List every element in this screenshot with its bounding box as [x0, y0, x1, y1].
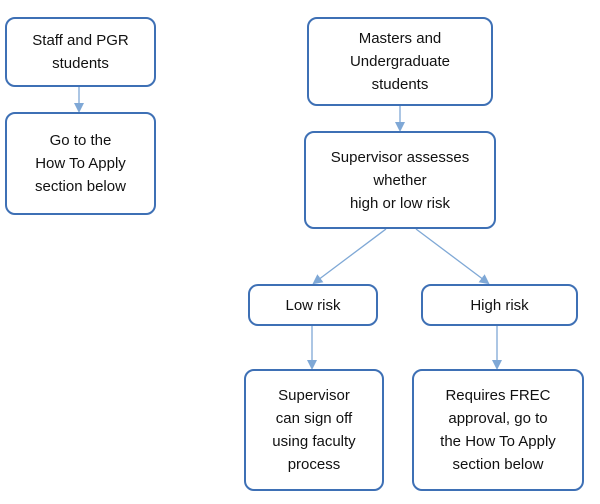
arrow-assess-to-low — [312, 228, 387, 285]
node-requires-frec-approval: Requires FREC approval, go to the How To… — [412, 369, 584, 491]
node-go-to-how-to-apply: Go to the How To Apply section below — [5, 112, 156, 215]
node-low-risk: Low risk — [248, 284, 378, 326]
node-staff-pgr-students: Staff and PGR students — [5, 17, 156, 87]
arrow-assess-to-high — [415, 228, 490, 285]
node-supervisor-can-sign-off: Supervisor can sign off using faculty pr… — [244, 369, 384, 491]
node-high-risk: High risk — [421, 284, 578, 326]
node-masters-undergraduate-students: Masters and Undergraduate students — [307, 17, 493, 106]
node-supervisor-assesses-risk: Supervisor assesses whether high or low … — [304, 131, 496, 229]
